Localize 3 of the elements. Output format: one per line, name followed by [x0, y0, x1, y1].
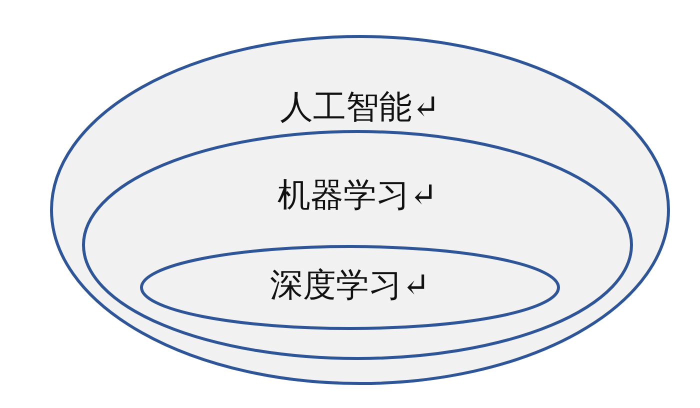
ellipse-label: 机器学习↵	[276, 180, 438, 213]
ellipse-label: 人工智能↵	[279, 92, 441, 125]
ellipse-label: 深度学习↵	[269, 270, 431, 303]
